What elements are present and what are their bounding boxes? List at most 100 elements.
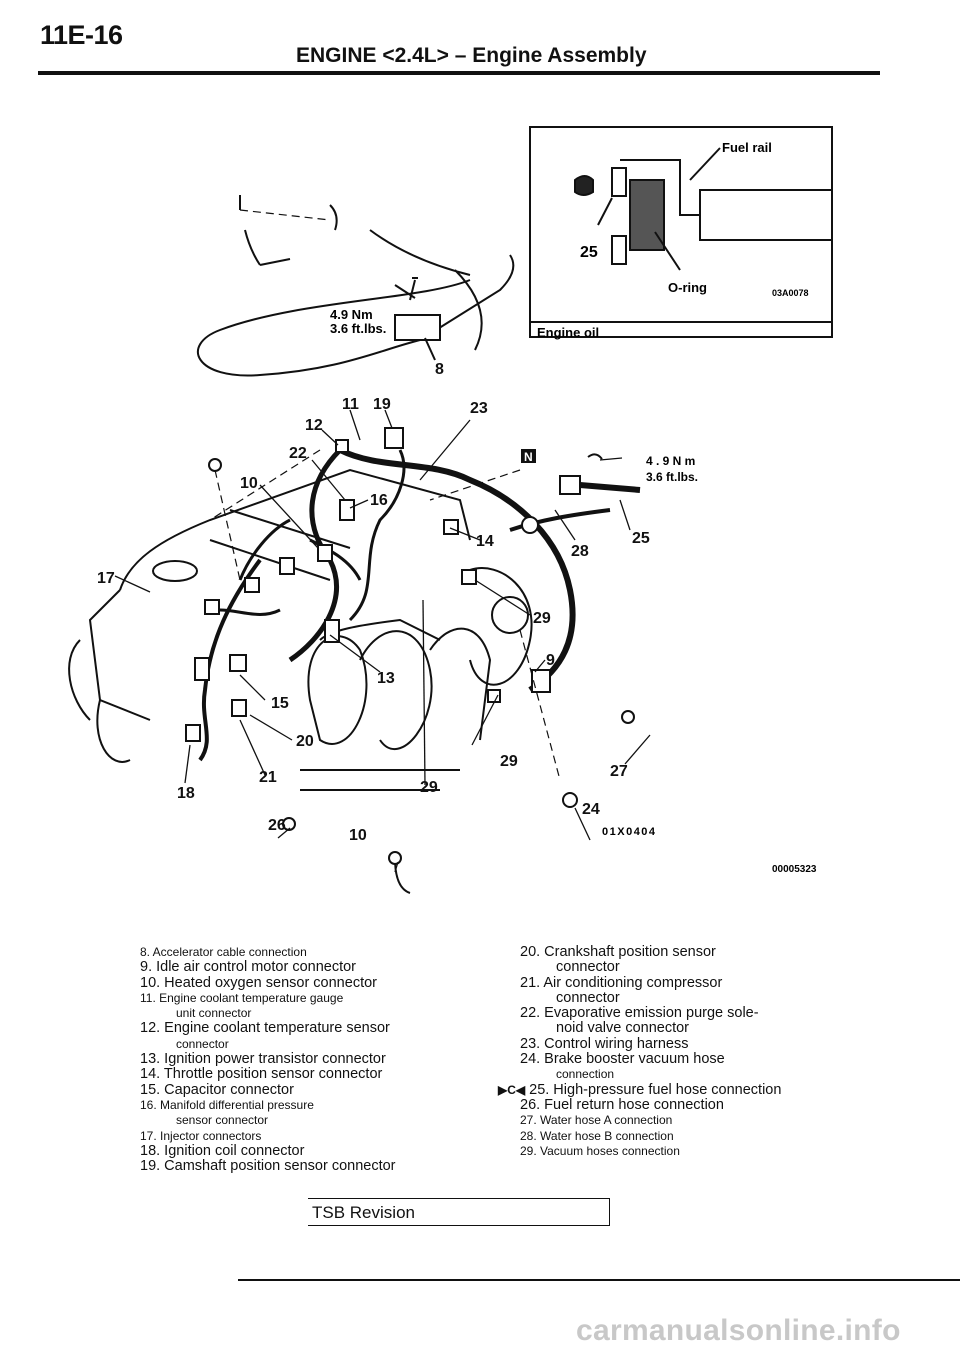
legend-item-text: 27. Water hose A connection (520, 1113, 673, 1128)
legend-item: 28. Water hose B connection (520, 1129, 781, 1144)
callout-15: 15 (271, 695, 289, 712)
figure-code: 01X0404 (602, 826, 657, 838)
legend-item: 13. Ignition power transistor connector (140, 1051, 396, 1068)
legend-item-text: 17. Injector connectors (140, 1128, 262, 1143)
legend-item: 26. Fuel return hose connection (520, 1096, 781, 1113)
callout-14: 14 (476, 533, 494, 550)
callout-9: 9 (546, 652, 555, 669)
legend-item: 27. Water hose A connection (520, 1113, 781, 1128)
callout-20: 20 (296, 733, 314, 750)
legend-item-text: 21. Air conditioning compressor (520, 974, 723, 991)
legend-item: 8. Accelerator cable connection (140, 945, 396, 960)
callout-10-bottom: 10 (349, 827, 367, 844)
legend-item-text: connector (176, 1036, 229, 1051)
legend-item: 18. Ignition coil connector (140, 1142, 396, 1159)
callout-22: 22 (289, 445, 307, 462)
legend-item-text: 9. Idle air control motor connector (140, 959, 356, 976)
callout-29-b: 29 (500, 753, 518, 770)
callout-24: 24 (582, 801, 600, 818)
callout-25: 25 (632, 530, 650, 547)
callout-12: 12 (305, 417, 323, 434)
callout-28: 28 (571, 543, 589, 560)
footer-watermark: carmanualsonline.info (576, 1314, 901, 1347)
legend-item-text: 28. Water hose B connection (520, 1128, 674, 1143)
legend-item-text: 25. High-pressure fuel hose connection (529, 1081, 782, 1098)
callout-18: 18 (177, 785, 195, 802)
legend-item-text: 10. Heated oxygen sensor connector (140, 974, 377, 991)
legend-item-text: 26. Fuel return hose connection (520, 1096, 724, 1113)
callout-11: 11 (342, 396, 359, 413)
bottom-rule (238, 1279, 960, 1281)
label-engine-oil: Engine oil (537, 325, 599, 340)
engine-assembly-diagram: Fuel rail 25 O-ring 03A0078 Engine oil 4… (68, 126, 833, 894)
legend-item-text: 23. Control wiring harness (520, 1035, 689, 1052)
legend-item-text: unit connector (176, 1006, 252, 1021)
callout-21: 21 (259, 769, 277, 786)
n-badge (521, 449, 536, 463)
legend-item: 9. Idle air control motor connector (140, 960, 396, 975)
label-o-ring: O-ring (668, 280, 707, 295)
legend-item: noid valve connector (520, 1021, 781, 1036)
legend-item-text: connector (556, 959, 620, 976)
legend-item: ▶C◀25. High-pressure fuel hose connectio… (498, 1081, 782, 1098)
callout-10-top: 10 (240, 475, 258, 492)
legend-item-text: 15. Capacitor connector (140, 1081, 294, 1098)
torque-1-nm: 4.9 Nm (330, 307, 373, 322)
legend-item: 20. Crankshaft position sensor (520, 944, 781, 960)
callout-19: 19 (373, 396, 391, 413)
legend-item: 12. Engine coolant temperature sensor (140, 1021, 396, 1036)
legend-item: 16. Manifold differential pressure (140, 1098, 396, 1113)
legend-item-text: 12. Engine coolant temperature sensor (140, 1020, 390, 1037)
tsb-revision-label: TSB Revision (312, 1203, 415, 1222)
legend-item-text: 16. Manifold differential pressure (140, 1097, 314, 1112)
callout-13: 13 (377, 670, 395, 687)
callout-26: 26 (268, 817, 286, 834)
legend-item: connector (140, 1037, 396, 1052)
label-part-25-inset: 25 (580, 244, 598, 261)
callout-29-a: 29 (533, 610, 551, 627)
legend-item: 29. Vacuum hoses connection (520, 1144, 781, 1159)
legend-item: 10. Heated oxygen sensor connector (140, 974, 396, 991)
legend-item-text: 11. Engine coolant temperature gauge (140, 990, 344, 1005)
legend-item: 24. Brake booster vacuum hose (520, 1051, 781, 1068)
legend-item-text: 19. Camshaft position sensor connector (140, 1158, 396, 1175)
inset-code: 03A0078 (772, 288, 809, 298)
callout-27: 27 (610, 763, 628, 780)
legend-item: 23. Control wiring harness (520, 1035, 781, 1052)
legend-item-text: 18. Ignition coil connector (140, 1142, 305, 1159)
legend-item: connector (520, 989, 781, 1006)
legend-item-text: 8. Accelerator cable connection (140, 945, 307, 959)
legend-item: 14. Throttle position sensor connector (140, 1067, 396, 1082)
torque-2-nm: 4 . 9 N m (646, 454, 695, 468)
legend-item-text: connector (556, 989, 620, 1006)
legend-item-text: 22. Evaporative emission purge sole- (520, 1005, 759, 1022)
legend-item: unit connector (140, 1006, 396, 1021)
legend-item: sensor connector (140, 1113, 396, 1128)
label-fuel-rail: Fuel rail (722, 140, 772, 155)
legend-item-text: 20. Crankshaft position sensor (520, 944, 716, 960)
legend-item-text: 14. Throttle position sensor connector (140, 1066, 383, 1083)
legend-item-text: 24. Brake booster vacuum hose (520, 1051, 725, 1068)
legend-item: 22. Evaporative emission purge sole- (520, 1006, 781, 1021)
legend-item: connector (520, 960, 781, 975)
tsb-revision-box: TSB Revision (308, 1198, 610, 1226)
callout-17: 17 (97, 570, 115, 587)
n-badge-letter: N (524, 450, 533, 464)
legend-item: 19. Camshaft position sensor connector (140, 1159, 396, 1174)
legend-item-text: noid valve connector (556, 1020, 689, 1037)
legend-item-text: 13. Ignition power transistor connector (140, 1051, 386, 1068)
header-rule (38, 71, 880, 75)
callout-29-c: 29 (420, 779, 438, 796)
legend-item: 11. Engine coolant temperature gauge (140, 991, 396, 1006)
page-code: 00005323 (772, 864, 817, 875)
legend-item: 17. Injector connectors (140, 1129, 396, 1144)
callout-23: 23 (470, 400, 488, 417)
torque-2-ftlbs: 3.6 ft.lbs. (646, 470, 698, 484)
page-header-title: ENGINE <2.4L> – Engine Assembly (296, 44, 647, 67)
legend-item: 21. Air conditioning compressor (520, 974, 781, 991)
callout-8: 8 (435, 361, 444, 378)
procedure-mark-icon: ▶C◀ (498, 1082, 526, 1097)
legend-item-text: 29. Vacuum hoses connection (520, 1143, 680, 1158)
